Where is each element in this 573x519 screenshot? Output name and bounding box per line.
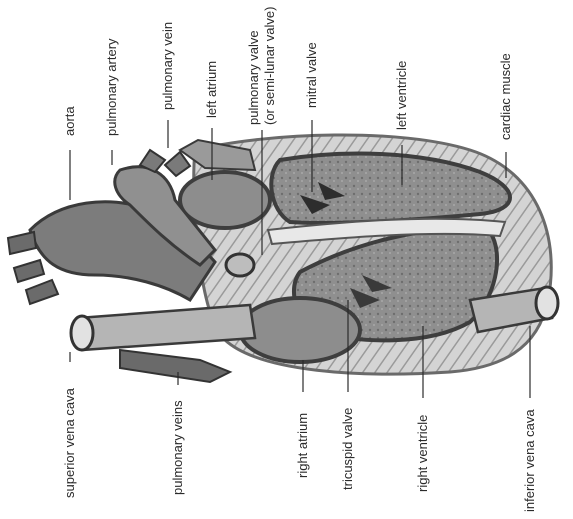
pulmonary-valve-ring: [226, 254, 254, 276]
label-pulmonary-valve-sub: (or semi-lunar valve): [262, 7, 277, 125]
label-tricuspid-valve: tricuspid valve: [340, 408, 355, 490]
label-superior-vena-cava: superior vena cava: [62, 387, 77, 498]
label-cardiac-muscle: cardiac muscle: [498, 53, 513, 140]
label-mitral-valve: mitral valve: [304, 42, 319, 108]
label-pulmonary-artery: pulmonary artery: [104, 38, 119, 136]
left-atrium-chamber: [180, 172, 270, 228]
label-pulmonary-veins: pulmonary veins: [170, 400, 185, 495]
label-right-atrium: right atrium: [295, 413, 310, 478]
label-pulmonary-valve: pulmonary valve: [246, 30, 261, 125]
label-left-ventricle: left ventricle: [394, 61, 409, 130]
label-pulmonary-vein: pulmonary vein: [160, 22, 175, 110]
label-right-ventricle: right ventricle: [415, 415, 430, 492]
inferior-vena-cava-opening: [536, 287, 558, 319]
label-aorta: aorta: [62, 106, 77, 136]
label-inferior-vena-cava: inferior vena cava: [522, 409, 537, 512]
superior-vena-cava-opening: [71, 316, 93, 350]
right-atrium-chamber: [240, 298, 360, 362]
label-left-atrium: left atrium: [204, 61, 219, 118]
